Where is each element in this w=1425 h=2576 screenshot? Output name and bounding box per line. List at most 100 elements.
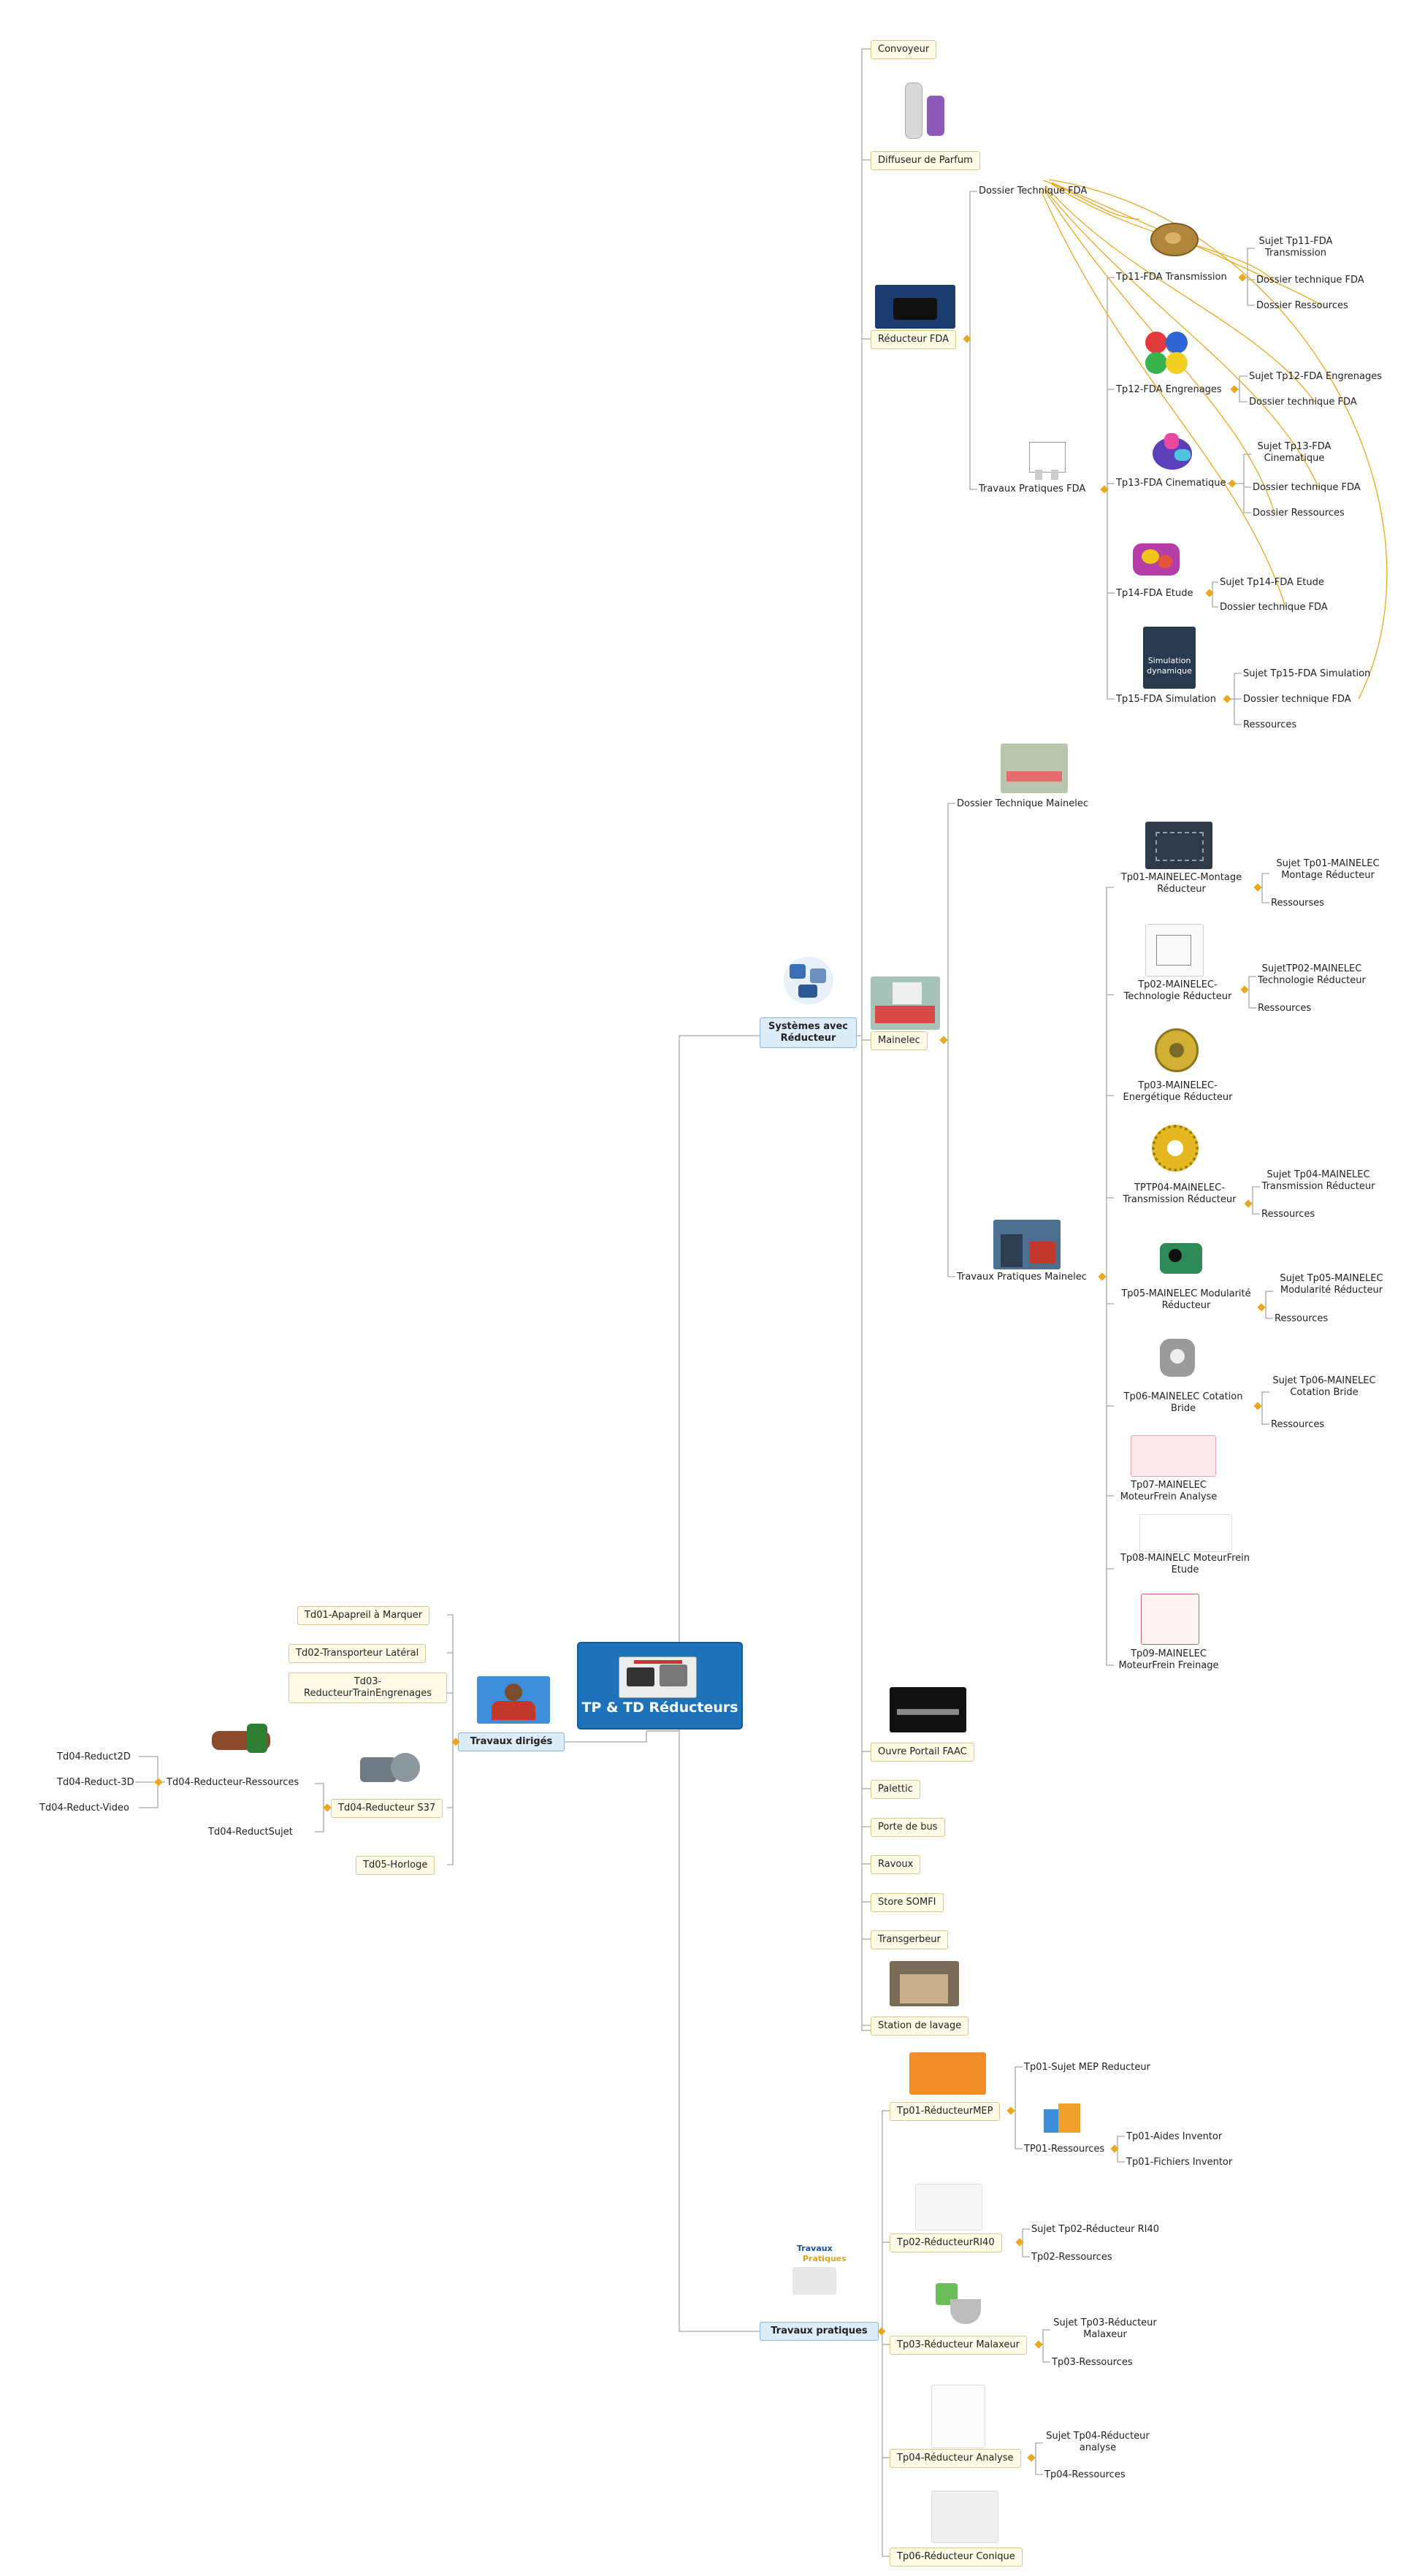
transgerbeur-topic[interactable]: Transgerbeur [871,1930,948,1949]
ouvre-portail-topic[interactable]: Ouvre Portail FAAC [871,1743,974,1762]
tp14-dossier-technique[interactable]: Dossier technique FDA [1218,601,1329,614]
tp04-analyse-topic[interactable]: Tp04-Réducteur Analyse [890,2449,1021,2468]
tp11-ressources-label: Dossier Ressources [1256,300,1348,311]
travaux-pratiques-fda[interactable]: Travaux Pratiques FDA [977,483,1087,496]
tp06-mainelec-ressources[interactable]: Ressources [1269,1418,1326,1432]
tp02-ressources[interactable]: Tp02-Ressources [1030,2251,1114,2264]
tp02-mainelec-sujet[interactable]: SujetTP02-MAINELEC Technologie Réducteur [1256,963,1367,987]
tp15-image-caption: Simulation dynamique [1147,656,1192,676]
tp08-mainelec[interactable]: Tp08-MAINELC MoteurFrein Etude [1114,1552,1256,1577]
tp05-mainelec-sujet[interactable]: Sujet Tp05-MAINELEC Modularité Réducteur [1273,1272,1390,1297]
systemes-topic[interactable]: Systèmes avec Réducteur [760,1017,857,1048]
tp13-dossier-ressources[interactable]: Dossier Ressources [1251,507,1346,520]
tp06-conique-topic[interactable]: Tp06-Réducteur Conique [890,2548,1023,2567]
dossier-mainelec-label: Dossier Technique Mainelec [957,798,1088,809]
tp-image-word-2: Pratiques [803,2254,847,2263]
td04-reduct-sujet[interactable]: Td04-ReductSujet [207,1826,294,1839]
tp03-malaxeur-topic[interactable]: Tp03-Réducteur Malaxeur [890,2336,1027,2355]
reducteur-fda-topic[interactable]: Réducteur FDA [871,330,957,349]
tp07-mainelec[interactable]: Tp07-MAINELEC MoteurFrein Analyse [1114,1479,1223,1504]
tp02-mainelec[interactable]: Tp02-MAINELEC-Technologie Réducteur [1114,979,1242,1004]
td02-topic[interactable]: Td02-Transporteur Latéral [289,1644,427,1663]
tp04-mainelec[interactable]: TPTP04-MAINELEC-Transmission Réducteur [1114,1182,1245,1207]
td04-ressources[interactable]: Td04-Reducteur-Ressources [165,1776,300,1789]
td05-topic[interactable]: Td05-Horloge [356,1856,435,1875]
travaux-diriges-topic[interactable]: Travaux dirigés [458,1732,565,1751]
tp13-fda-cinematique[interactable]: Tp13-FDA Cinematique [1115,477,1227,490]
tp01-mainelec-ressources[interactable]: Ressourses [1269,897,1326,910]
tp06-mainelec-sujet[interactable]: Sujet Tp06-MAINELEC Cotation Bride [1269,1375,1379,1399]
td01-topic[interactable]: Td01-Apapreil à Marquer [297,1606,430,1625]
tp13-ressources-label: Dossier Ressources [1253,508,1345,519]
tp11-fda-transmission[interactable]: Tp11-FDA Transmission [1115,271,1229,284]
tp01-fichiers-inventor-label: Tp01-Fichiers Inventor [1126,2157,1233,2168]
tp12-engrenages-image [1141,329,1198,381]
tp14-fda-etude[interactable]: Tp14-FDA Etude [1115,587,1195,600]
tp11-sujet[interactable]: Sujet Tp11-FDA Transmission [1255,235,1337,260]
dossier-technique-mainelec[interactable]: Dossier Technique Mainelec [955,798,1090,811]
td03-topic[interactable]: Td03-ReducteurTrainEngrenages [289,1673,447,1703]
dossier-mainelec-image [1001,744,1068,793]
dossier-technique-fda[interactable]: Dossier Technique FDA [977,185,1088,198]
tp05-mainelec[interactable]: Tp05-MAINELEC Modularité Réducteur [1114,1288,1258,1312]
td04-s37-topic[interactable]: Td04-Reducteur S37 [331,1799,443,1818]
tp01-aides-inventor[interactable]: Tp01-Aides Inventor [1125,2130,1223,2144]
tp04-mainelec-ressources[interactable]: Ressources [1260,1208,1316,1221]
palettic-topic[interactable]: Palettic [871,1780,920,1799]
tp04-sujet[interactable]: Sujet Tp04-Réducteur analyse [1043,2430,1153,2455]
mainelec-topic[interactable]: Mainelec [871,1031,928,1050]
tp15-sujet[interactable]: Sujet Tp15-FDA Simulation [1242,668,1372,681]
tp08-mainelec-image [1139,1514,1232,1552]
tp01-mainelec[interactable]: Tp01-MAINELEC-Montage Réducteur [1114,871,1249,896]
diffuseur-topic[interactable]: Diffuseur de Parfum [871,151,980,170]
tp04-ressources[interactable]: Tp04-Ressources [1043,2469,1127,2482]
tp03-ressources[interactable]: Tp03-Ressources [1050,2356,1134,2369]
convoyeur-topic[interactable]: Convoyeur [871,40,937,59]
store-somfi-topic[interactable]: Store SOMFI [871,1893,944,1912]
tp13-dossier-technique[interactable]: Dossier technique FDA [1251,481,1362,494]
tp04-analyse-image [931,2385,985,2448]
travaux-pratiques-mainelec[interactable]: Travaux Pratiques Mainelec [955,1271,1088,1284]
td04-reduct2d[interactable]: Td04-Reduct2D [56,1751,132,1764]
travaux-pratiques-topic[interactable]: Travaux pratiques [760,2322,879,2341]
palettic-label: Palettic [878,1784,913,1795]
tp15-ressources[interactable]: Ressources [1242,719,1298,732]
tp02-sujet[interactable]: Sujet Tp02-Réducteur RI40 [1030,2223,1161,2236]
td04-reduct-video[interactable]: Td04-Reduct-Video [38,1802,131,1815]
tp06-conique-label: Tp06-Réducteur Conique [897,2551,1015,2562]
tp02-mainelec-ressources[interactable]: Ressources [1256,1002,1313,1015]
tp02-ri40-topic[interactable]: Tp02-RéducteurRI40 [890,2233,1002,2252]
tp13-sujet[interactable]: Sujet Tp13-FDA Cinematique [1251,440,1337,465]
tp12-dossier-technique[interactable]: Dossier technique FDA [1248,396,1359,409]
tp01-sujet-mep[interactable]: Tp01-Sujet MEP Reducteur [1023,2061,1152,2074]
tp15-dossier-technique[interactable]: Dossier technique FDA [1242,693,1353,706]
tp09-mainelec[interactable]: Tp09-MAINELEC MoteurFrein Freinage [1114,1648,1223,1673]
tp12-sujet[interactable]: Sujet Tp12-FDA Engrenages [1248,370,1383,383]
station-lavage-topic[interactable]: Station de lavage [871,2017,969,2036]
tp06-mainelec[interactable]: Tp06-MAINELEC Cotation Bride [1114,1391,1253,1415]
tp11-dossier-technique[interactable]: Dossier technique FDA [1255,274,1366,287]
ravoux-topic[interactable]: Ravoux [871,1855,921,1874]
tp01-aides-inventor-label: Tp01-Aides Inventor [1126,2131,1223,2142]
tp14-sujet[interactable]: Sujet Tp14-FDA Etude [1218,576,1326,589]
ouvre-portail-label: Ouvre Portail FAAC [878,1746,967,1757]
tp01-ressources[interactable]: TP01-Ressources [1023,2143,1106,2156]
porte-bus-topic[interactable]: Porte de bus [871,1818,945,1837]
tp13-dossier-label: Dossier technique FDA [1253,482,1361,493]
td04-reduct3d[interactable]: Td04-Reduct-3D [56,1776,136,1789]
tp05-mainelec-ressources[interactable]: Ressources [1273,1312,1329,1326]
central-topic[interactable]: TP & TD Réducteurs [577,1642,743,1730]
tp15-fda-simulation[interactable]: Tp15-FDA Simulation [1115,693,1218,706]
tp15-label: Tp15-FDA Simulation [1116,694,1216,705]
tp11-sujet-label: Sujet Tp11-FDA Transmission [1258,236,1333,259]
tp12-fda-engrenages[interactable]: Tp12-FDA Engrenages [1115,383,1223,397]
tp01-ressources-image [1041,2096,1092,2136]
tp01-fichiers-inventor[interactable]: Tp01-Fichiers Inventor [1125,2156,1234,2169]
tp01-mainelec-sujet[interactable]: Sujet Tp01-MAINELEC Montage Réducteur [1269,857,1386,882]
tp04-sujet-label: Sujet Tp04-Réducteur analyse [1046,2431,1150,2453]
tp01-mep-topic[interactable]: Tp01-RéducteurMEP [890,2102,1001,2121]
tp03-sujet[interactable]: Sujet Tp03-Réducteur Malaxeur [1050,2317,1160,2342]
tp11-dossier-ressources[interactable]: Dossier Ressources [1255,299,1350,313]
tp04-mainelec-sujet[interactable]: Sujet Tp04-MAINELEC Transmission Réducte… [1260,1169,1377,1193]
tp03-mainelec[interactable]: Tp03-MAINELEC-Energétique Réducteur [1114,1079,1242,1104]
